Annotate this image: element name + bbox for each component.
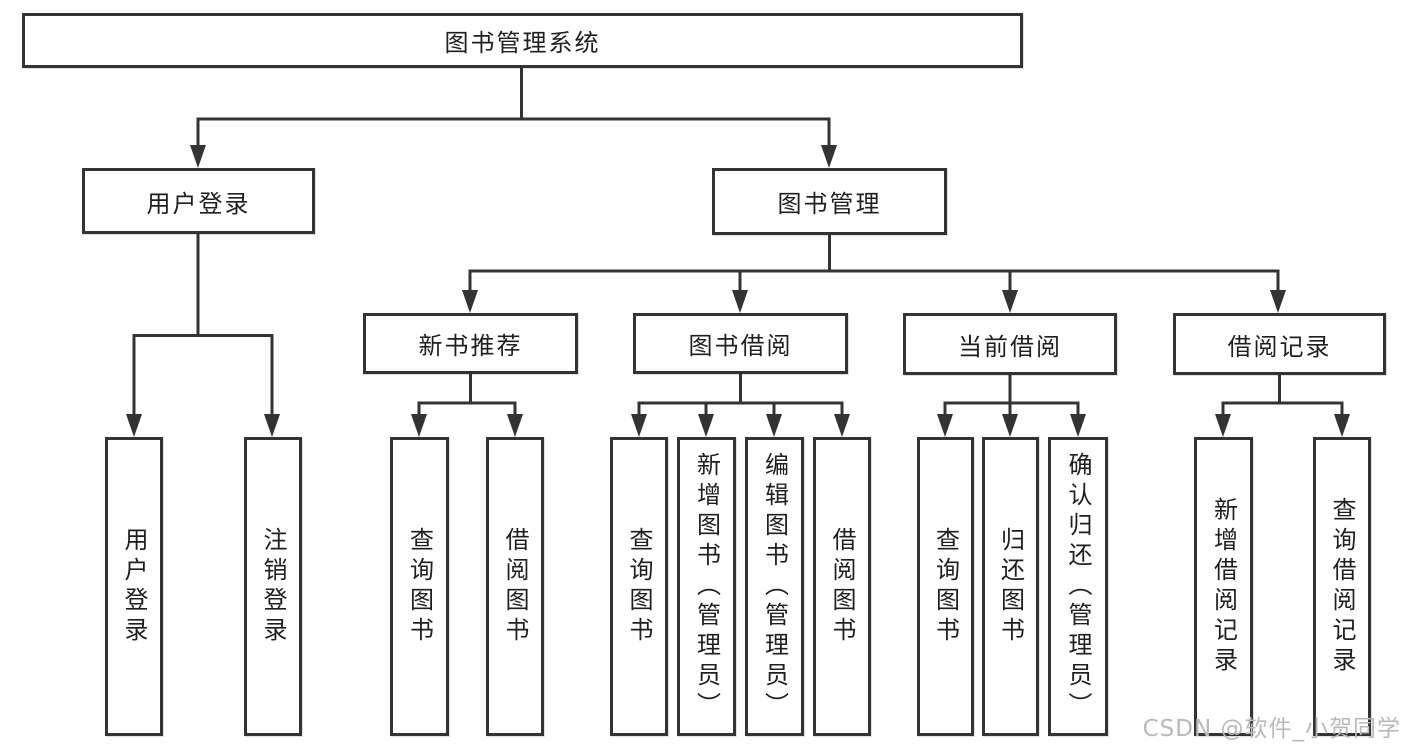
connector-line (132, 233, 274, 418)
node-leaf-borrow-books-recommend: 借阅图书 (486, 437, 544, 736)
node-leaf-edit-book-admin: 编辑图书（管理员） (745, 437, 804, 736)
node-label: 用户登录 (120, 526, 148, 647)
arrowhead (821, 145, 837, 168)
arrowhead (631, 414, 647, 437)
node-label: 查询借阅记录 (1328, 496, 1356, 677)
node-label: 用户登录 (146, 189, 251, 218)
node-new-book-recommend: 新书推荐 (363, 313, 578, 374)
node-current-borrow: 当前借阅 (903, 313, 1117, 375)
node-label: 新书推荐 (418, 332, 523, 360)
node-user-login: 用户登录 (82, 168, 315, 234)
arrowhead (1270, 290, 1286, 313)
arrowhead (732, 290, 748, 313)
node-label: 图书管理 (777, 190, 882, 218)
node-leaf-query-borrow-record: 查询借阅记录 (1313, 437, 1371, 736)
node-root: 图书管理系统 (22, 13, 1023, 68)
arrowhead (1334, 414, 1350, 437)
arrowhead (1215, 414, 1231, 437)
arrowhead (698, 414, 714, 437)
node-book-borrow: 图书借阅 (633, 313, 848, 374)
node-label: 新增图书（管理员） (692, 451, 721, 722)
arrowhead (1002, 290, 1018, 313)
connector-line (943, 375, 1080, 418)
node-leaf-user-login: 用户登录 (105, 437, 163, 736)
arrowhead (411, 414, 427, 437)
node-label: 借阅图书 (828, 526, 856, 647)
connector-borrow-records-children (1215, 375, 1350, 437)
node-leaf-add-borrow-record: 新增借阅记录 (1194, 437, 1253, 736)
node-leaf-query-books-current: 查询图书 (917, 437, 974, 736)
node-label: 注销登录 (259, 526, 287, 647)
node-label: 借阅记录 (1227, 332, 1332, 361)
node-label: 归还图书 (996, 526, 1025, 647)
connector-line (196, 67, 831, 148)
node-label: 查询图书 (931, 526, 960, 647)
node-label: 图书借阅 (688, 332, 793, 360)
arrowhead (126, 414, 142, 437)
node-leaf-add-book-admin: 新增图书（管理员） (677, 437, 736, 736)
arrowhead (1002, 414, 1018, 437)
node-leaf-query-books-borrow: 查询图书 (610, 437, 668, 736)
node-book-management: 图书管理 (712, 168, 947, 235)
node-label: 查询图书 (625, 526, 653, 647)
node-leaf-logout: 注销登录 (244, 437, 302, 736)
arrowhead (1070, 414, 1086, 437)
node-leaf-confirm-return-admin: 确认归还（管理员） (1048, 437, 1108, 736)
node-label: 新增借阅记录 (1209, 496, 1238, 677)
connector-root-to-level2 (190, 67, 837, 168)
watermark-text: CSDN @软件_小贺同学 (1142, 716, 1401, 742)
node-leaf-borrow-books: 借阅图书 (813, 437, 871, 736)
connector-line (417, 374, 517, 418)
connector-line (637, 374, 844, 418)
connector-line (468, 235, 1280, 293)
connector-user-login-children (126, 233, 280, 437)
connector-book-management-children (462, 235, 1286, 313)
node-leaf-query-books-recommend: 查询图书 (390, 437, 449, 736)
connector-line (1221, 375, 1344, 418)
node-label: 当前借阅 (958, 332, 1062, 361)
arrowhead (462, 290, 478, 313)
node-label: 确认归还（管理员） (1064, 451, 1092, 722)
arrowhead (190, 145, 206, 168)
arrowhead (834, 414, 850, 437)
node-label: 查询图书 (405, 526, 434, 647)
node-leaf-return-book: 归还图书 (982, 437, 1039, 736)
node-label: 图书管理系统 (444, 29, 601, 57)
arrowhead (937, 414, 953, 437)
node-label: 编辑图书（管理员） (760, 451, 789, 722)
connector-new-book-children (411, 374, 523, 437)
node-borrow-records: 借阅记录 (1173, 313, 1386, 375)
arrowhead (766, 414, 782, 437)
connector-current-borrow-children (937, 375, 1086, 437)
arrowhead (264, 414, 280, 437)
connector-book-borrow-children (631, 374, 850, 437)
arrowhead (507, 414, 523, 437)
node-label: 借阅图书 (501, 526, 529, 647)
